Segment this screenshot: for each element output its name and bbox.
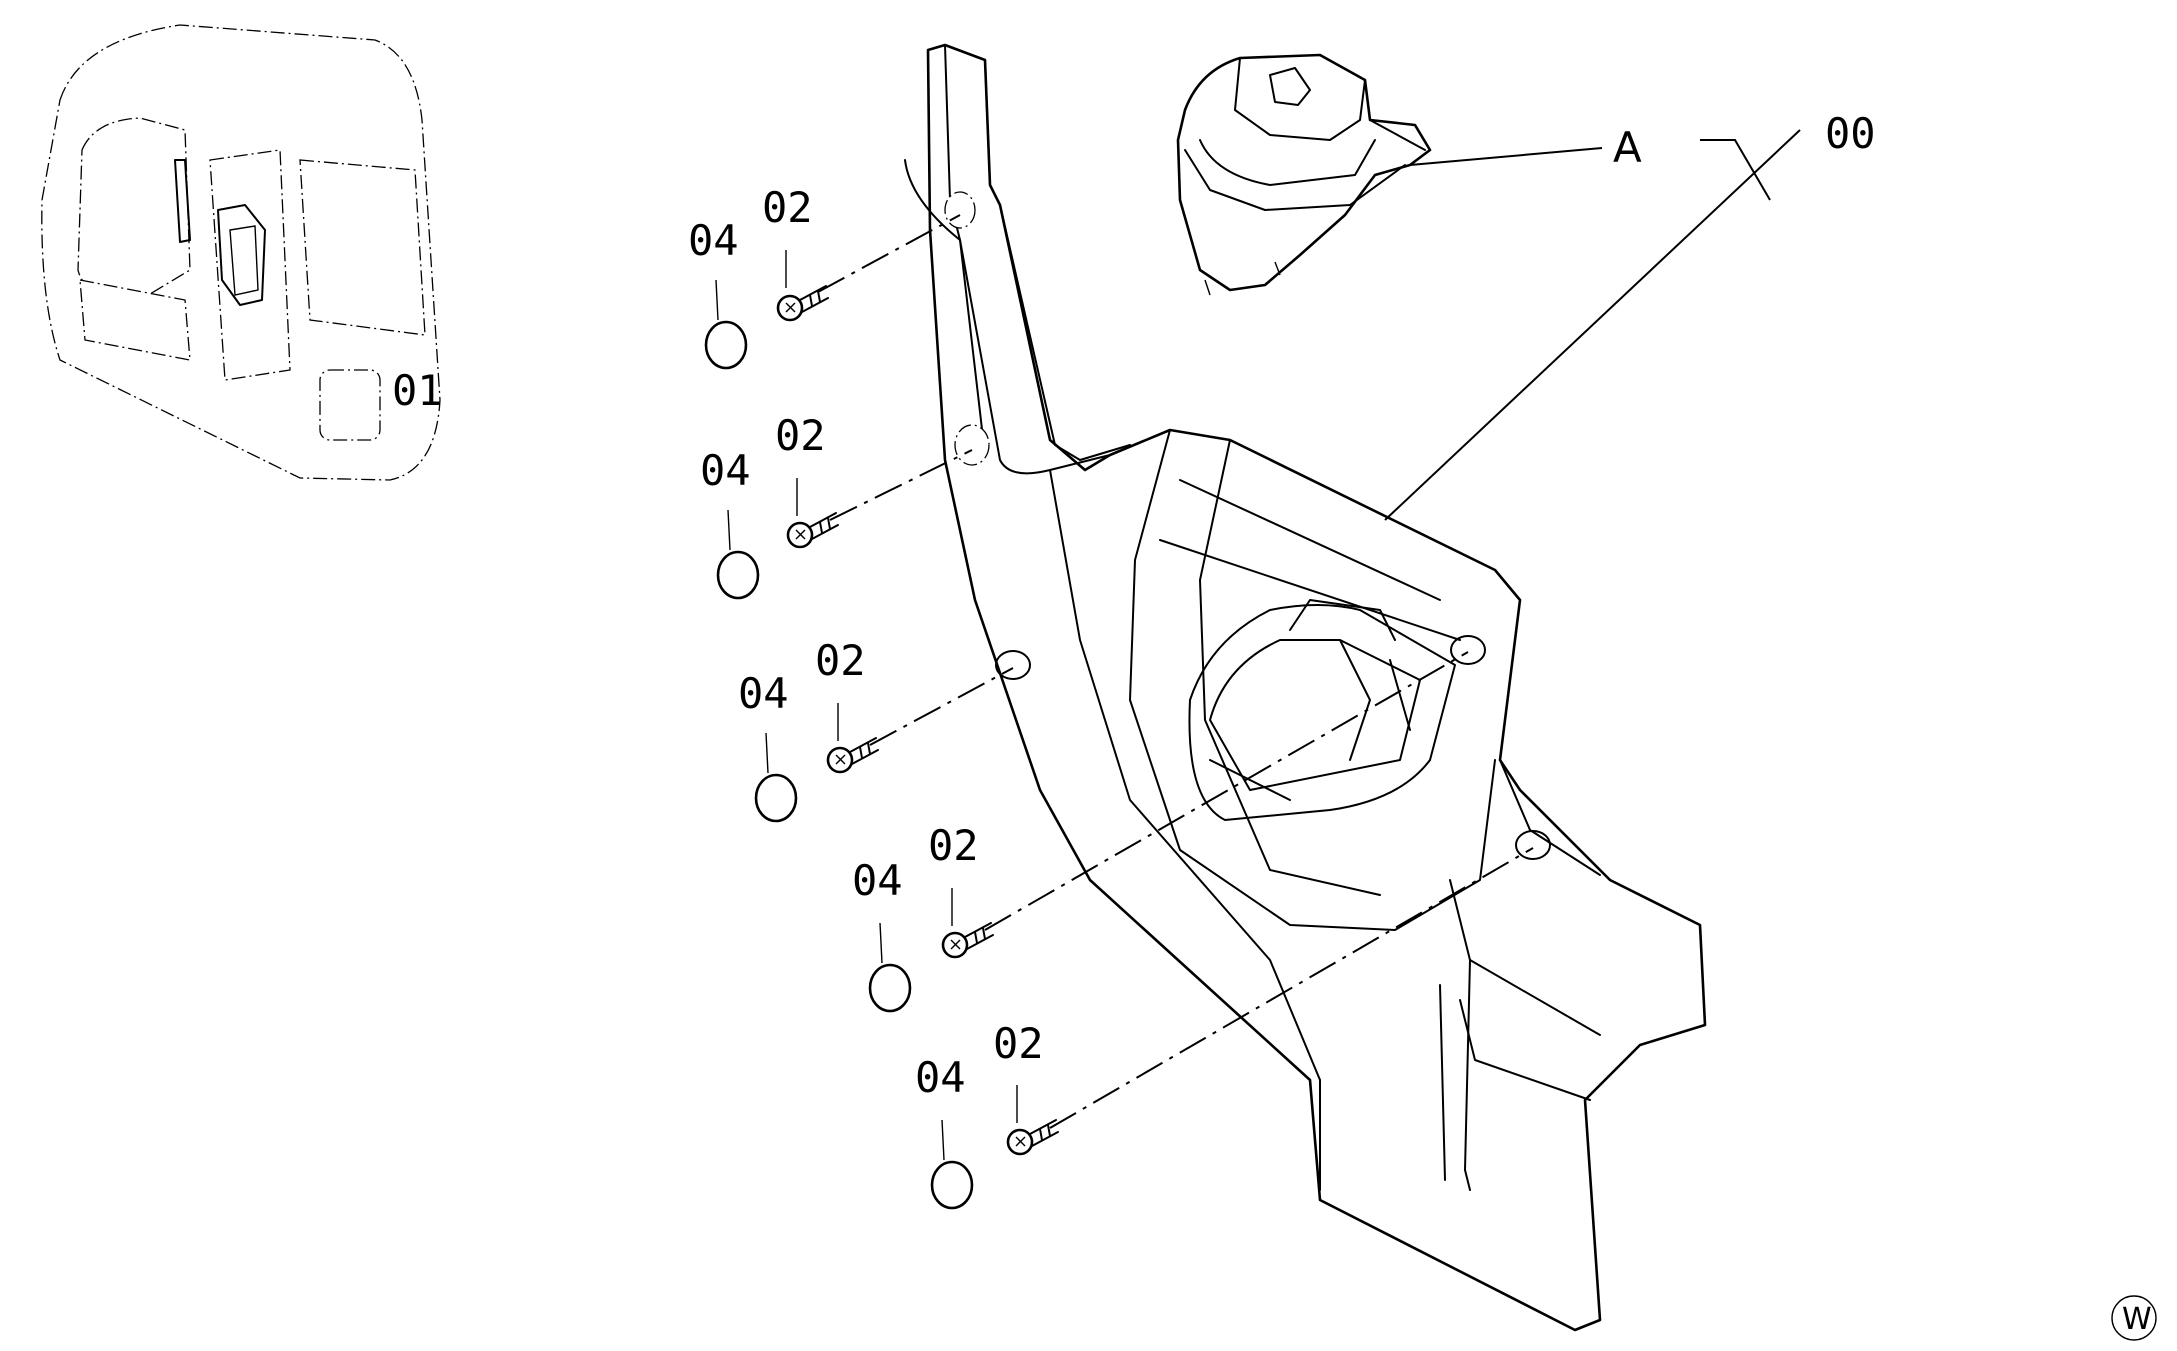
cap-04	[716, 550, 760, 600]
label-04: 04	[700, 446, 751, 495]
cup-holder-detail	[1176, 53, 1432, 296]
label-02: 02	[815, 636, 866, 685]
corner-mark-letter: W	[2122, 1302, 2152, 1337]
callout-A: A	[1613, 123, 1642, 172]
mount-hole-1	[944, 191, 976, 229]
fastener-set-4: 02 04	[852, 651, 1469, 1013]
fastener-set-2: 02 04	[700, 411, 973, 600]
cap-04	[868, 963, 912, 1013]
cab-zero-glyph	[319, 369, 381, 441]
corner-mark: W	[2111, 1295, 2157, 1341]
label-04: 04	[915, 1053, 966, 1102]
fastener-set-5: 02 04	[915, 847, 1534, 1210]
mount-hole-3	[995, 650, 1031, 680]
label-02: 02	[993, 1019, 1044, 1068]
cap-04	[754, 773, 798, 823]
fastener-set-3: 02 04	[738, 636, 1014, 823]
fastener-set-1: 02 04	[688, 183, 961, 370]
label-02: 02	[928, 821, 979, 870]
label-02: 02	[775, 411, 826, 460]
label-02: 02	[762, 183, 813, 232]
label-04: 04	[852, 856, 903, 905]
cap-04	[930, 1160, 974, 1210]
mount-hole-2	[954, 424, 990, 466]
mount-hole-5	[1515, 830, 1551, 860]
assembly-leaders: A 00	[1384, 109, 1876, 521]
cab-view-label: 01	[392, 366, 443, 415]
cap-04	[704, 320, 748, 370]
label-04: 04	[738, 669, 789, 718]
label-04: 04	[688, 216, 739, 265]
mount-hole-4	[1450, 635, 1486, 665]
cab-overview: 01	[41, 24, 443, 481]
callout-00: 00	[1825, 109, 1876, 158]
